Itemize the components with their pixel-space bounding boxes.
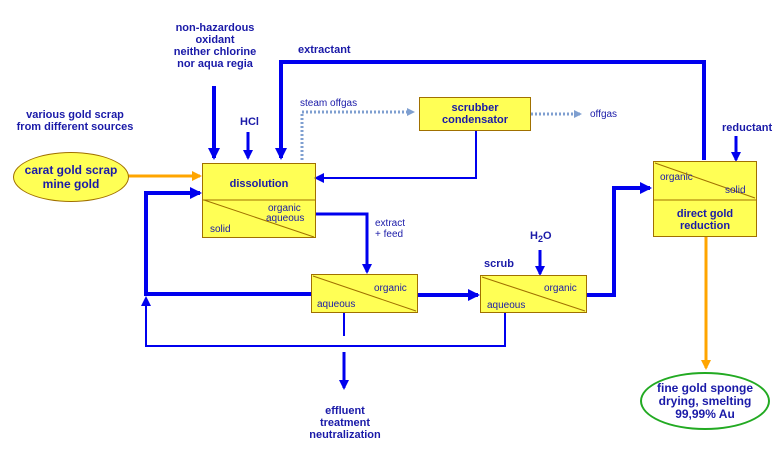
extract-feed-label: extract + feed bbox=[375, 218, 405, 240]
scrubber-line-2: condensator bbox=[441, 114, 508, 126]
extractant-label: extractant bbox=[298, 44, 351, 56]
water-o: O bbox=[542, 230, 552, 242]
scrub-split-diagonal bbox=[481, 276, 586, 312]
product-line-1: fine gold sponge bbox=[657, 380, 753, 395]
aqueous-recycle-line bbox=[144, 187, 311, 296]
scrubber-box bbox=[419, 97, 531, 131]
sources-line-1: various gold scrap bbox=[26, 109, 124, 121]
oxidant-line-2: oxidant bbox=[195, 34, 235, 46]
dissolution-aqueous: aqueous bbox=[266, 213, 305, 224]
product-line-3: 99,99% Au bbox=[675, 406, 735, 421]
effluent-line-3: neutralization bbox=[309, 429, 381, 441]
reduction-box bbox=[653, 161, 757, 237]
oxidant-label: non-hazardous oxidant neither chlorine n… bbox=[160, 22, 270, 70]
offgas-label: offgas bbox=[590, 109, 618, 120]
effluent-line-1: effluent bbox=[325, 405, 365, 417]
extract-feed-line bbox=[316, 212, 372, 274]
feed-line-1: carat gold scrap bbox=[24, 163, 118, 177]
reduction-organic: organic bbox=[660, 172, 693, 183]
dissolution-split-diagonal bbox=[203, 199, 315, 238]
scrub-label: scrub bbox=[484, 258, 514, 270]
extractant-line bbox=[275, 60, 706, 160]
reductant-label: reductant bbox=[722, 122, 773, 134]
water-label: H2O bbox=[530, 230, 552, 245]
reduction-solid: solid bbox=[725, 185, 746, 196]
scrubber-return-line bbox=[314, 131, 477, 183]
oxidant-line-1: non-hazardous bbox=[175, 22, 255, 34]
extract-feed-line-1: extract bbox=[375, 218, 406, 229]
sources-label: various gold scrap from different source… bbox=[10, 109, 140, 133]
extraction-organic: organic bbox=[374, 283, 407, 294]
reduction-split-diagonal bbox=[654, 162, 756, 199]
dissolution-organic: organic bbox=[268, 203, 301, 214]
dissolution-title: dissolution bbox=[229, 178, 289, 190]
hcl-label: HCl bbox=[240, 116, 259, 128]
organic-to-reduction-line bbox=[587, 182, 652, 297]
scrub-aqueous: aqueous bbox=[487, 300, 526, 311]
extraction-aqueous: aqueous bbox=[317, 299, 356, 310]
steam-offgas-label: steam offgas bbox=[300, 98, 358, 109]
oxidant-line-3: neither chlorine bbox=[173, 46, 257, 58]
feed-line-2: mine gold bbox=[42, 177, 100, 191]
steam-offgas-line bbox=[300, 108, 415, 160]
scrub-organic: organic bbox=[544, 283, 577, 294]
water-sub: 2 bbox=[537, 234, 543, 245]
reduction-line-1: direct gold bbox=[676, 208, 734, 220]
unit-fill-3 bbox=[653, 161, 757, 237]
scrubber-line-1: scrubber bbox=[451, 102, 499, 114]
product-ellipse: fine gold sponge drying, smelting 99,99%… bbox=[640, 372, 770, 430]
extraction-split-diagonal bbox=[312, 275, 417, 312]
oxidant-line-4: nor aqua regia bbox=[177, 58, 253, 70]
reduction-line-2: reduction bbox=[679, 220, 731, 232]
reduction-title: direct gold reduction bbox=[653, 208, 757, 232]
water-h: H bbox=[530, 230, 538, 242]
feed-ellipse: carat gold scrap mine gold bbox=[13, 152, 129, 202]
effluent-label: effluent treatment neutralization bbox=[290, 405, 400, 441]
product-line-2: drying, smelting bbox=[658, 393, 752, 408]
effluent-line-2: treatment bbox=[319, 417, 371, 429]
extract-feed-line-2: + feed bbox=[375, 229, 404, 240]
sources-line-2: from different sources bbox=[16, 121, 134, 133]
dissolution-solid: solid bbox=[210, 224, 231, 235]
scrubber-title: scrubber condensator bbox=[419, 102, 531, 126]
extraction-box bbox=[311, 274, 418, 313]
scrub-aqueous-line bbox=[141, 296, 506, 347]
dissolution-box bbox=[202, 163, 316, 238]
scrub-box bbox=[480, 275, 587, 313]
